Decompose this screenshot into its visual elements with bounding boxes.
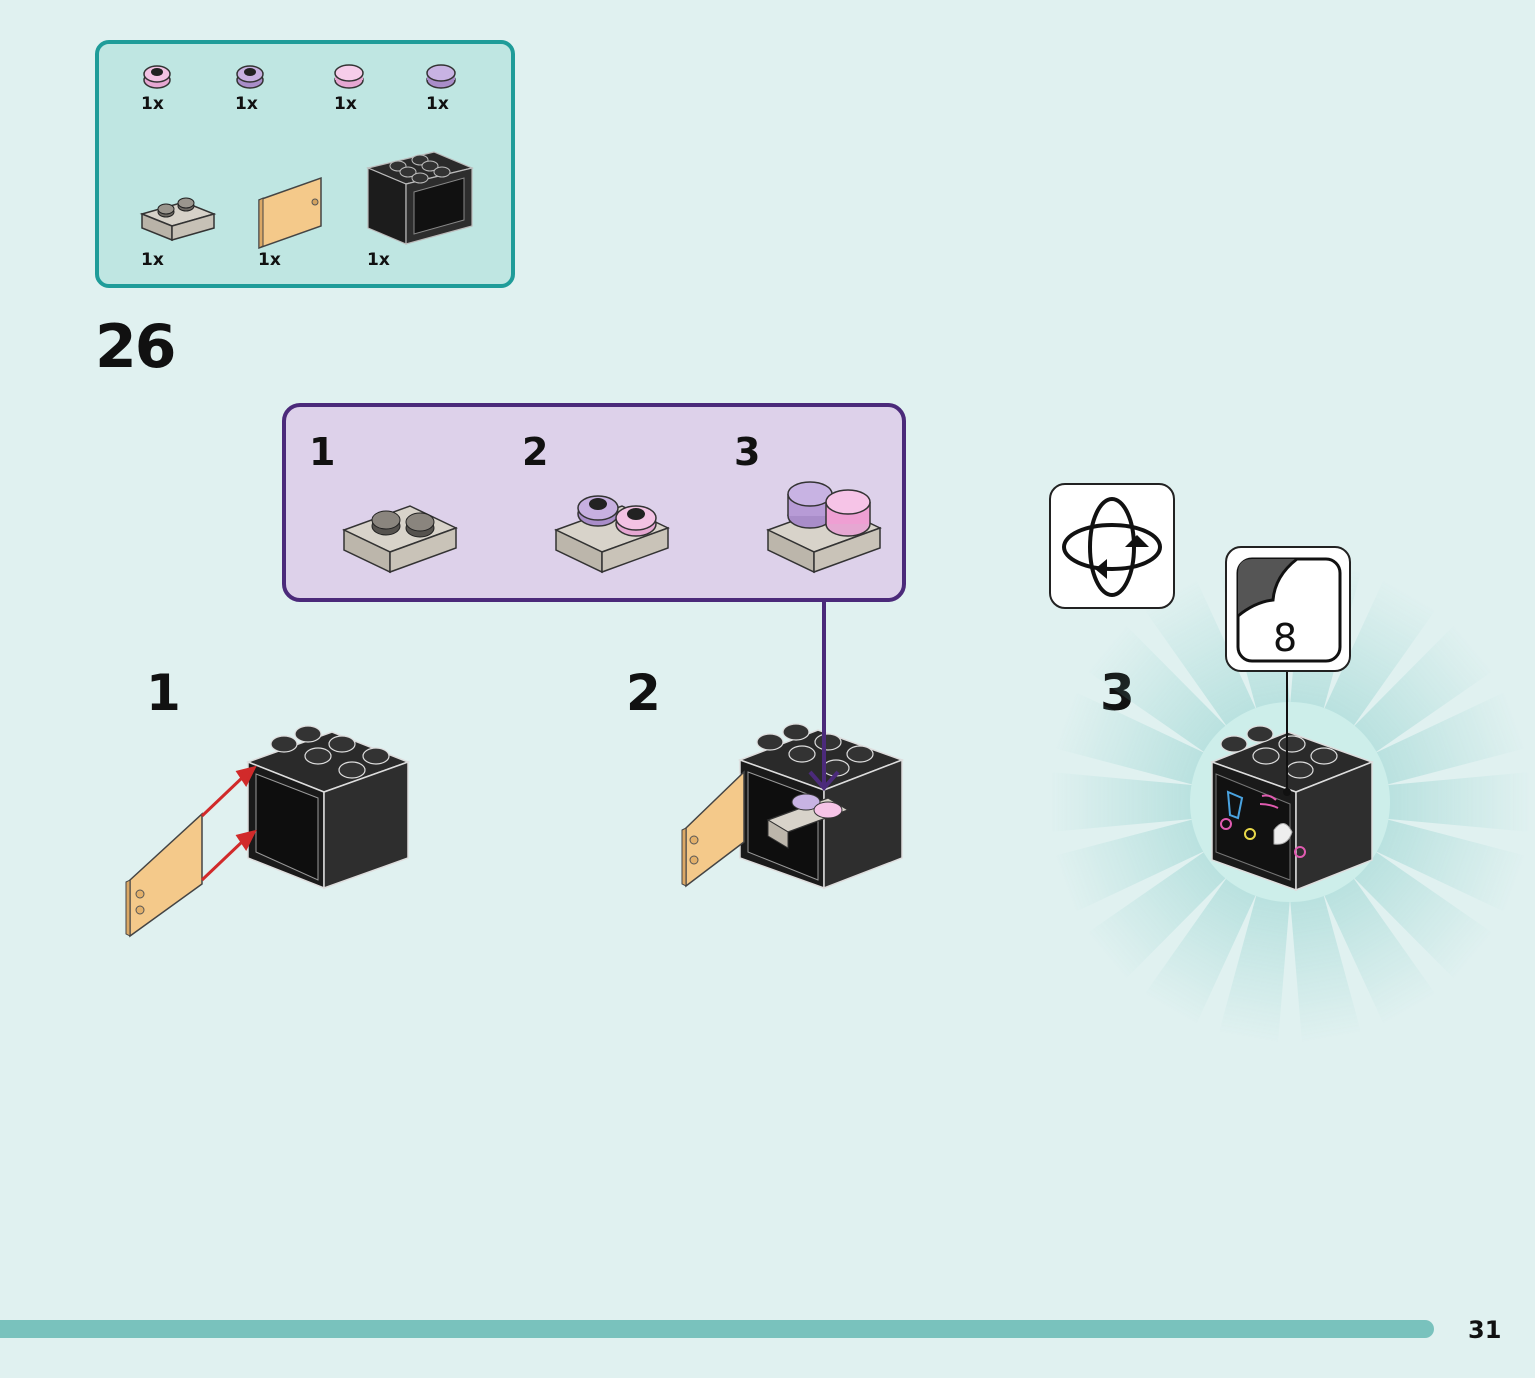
quantity-label: 1x xyxy=(141,250,164,270)
quantity-label: 1x xyxy=(426,94,449,114)
black-cupboard-icon xyxy=(366,151,474,245)
gray-rail-plate-icon xyxy=(139,197,217,242)
sticker-leader-line xyxy=(1283,668,1291,796)
step-3-finished-cupboard xyxy=(1209,725,1375,892)
sticker-icon-box: 8 xyxy=(1225,546,1351,672)
page-footer-bar xyxy=(0,1320,1434,1338)
pink-round-tile-icon xyxy=(334,64,364,89)
pink-round-plate-icon xyxy=(143,65,171,89)
sub-step-label: 2 xyxy=(522,430,549,474)
quantity-label: 1x xyxy=(235,94,258,114)
sub-step-2-plate-with-round-plates xyxy=(554,495,670,574)
rotate-model-icon xyxy=(1062,497,1162,597)
main-step-label: 2 xyxy=(626,664,661,722)
quantity-label: 1x xyxy=(334,94,357,114)
lavender-round-tile-icon xyxy=(426,64,456,89)
step-1-cupboard-assembly xyxy=(125,725,411,938)
insert-arrow xyxy=(808,602,840,792)
page-number: 31 xyxy=(1468,1316,1502,1344)
lavender-round-plate-icon xyxy=(236,65,264,89)
sticker-icon xyxy=(1236,557,1342,663)
sub-step-3-plate-with-macarons xyxy=(766,481,882,574)
quantity-label: 1x xyxy=(258,250,281,270)
step-number: 26 xyxy=(95,312,176,382)
sub-step-1-rail-plate xyxy=(342,505,458,574)
sticker-number: 8 xyxy=(1273,616,1298,660)
tan-door-icon xyxy=(258,176,322,250)
sub-step-label: 3 xyxy=(734,430,761,474)
sub-step-label: 1 xyxy=(309,430,336,474)
quantity-label: 1x xyxy=(141,94,164,114)
rotate-model-icon-box xyxy=(1049,483,1175,609)
step-2-cupboard-with-shelf xyxy=(681,723,905,890)
quantity-label: 1x xyxy=(367,250,390,270)
main-step-label: 1 xyxy=(146,664,181,722)
